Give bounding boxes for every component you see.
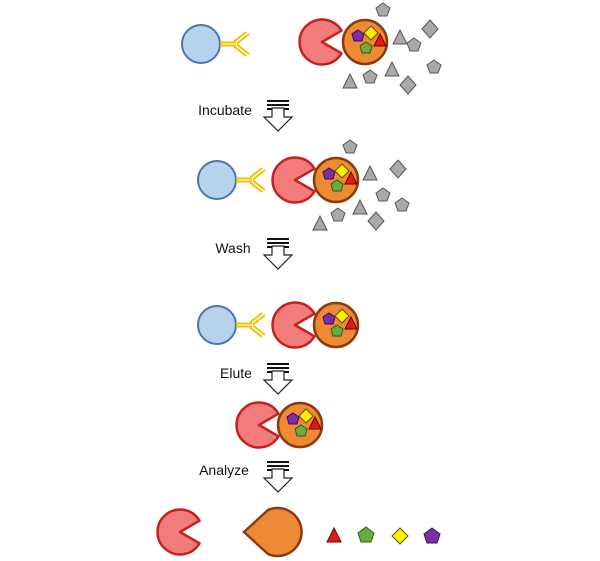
prey-complex bbox=[341, 18, 389, 66]
antibody bbox=[235, 312, 266, 338]
nonspecific-proteins bbox=[342, 2, 442, 95]
bait-protein bbox=[271, 156, 316, 204]
row-washed bbox=[197, 301, 360, 349]
down-arrow-icon bbox=[263, 99, 293, 132]
step-label: Analyze bbox=[199, 462, 249, 478]
down-arrow-icon bbox=[263, 237, 293, 270]
row-initial bbox=[181, 2, 442, 95]
green-pentagon-protein bbox=[357, 526, 375, 543]
bait-protein bbox=[298, 18, 343, 66]
purple-pentagon-protein bbox=[423, 527, 441, 544]
step-label: Wash bbox=[215, 240, 250, 256]
step-label: Elute bbox=[220, 365, 252, 381]
bead bbox=[197, 160, 237, 200]
bait-protein bbox=[235, 401, 280, 449]
prey-complex bbox=[276, 401, 324, 449]
bead bbox=[197, 305, 237, 345]
red-triangle-protein bbox=[326, 526, 342, 543]
prey-protein bbox=[242, 506, 303, 558]
down-arrow-icon bbox=[263, 460, 293, 493]
antibody bbox=[235, 167, 266, 193]
yellow-diamond-protein bbox=[391, 527, 409, 545]
nonspecific-proteins bbox=[312, 139, 410, 231]
step-incubate: Incubate bbox=[198, 99, 293, 132]
row-eluted bbox=[235, 401, 324, 449]
prey-complex bbox=[312, 301, 360, 349]
step-analyze: Analyze bbox=[199, 460, 293, 493]
row-incubated bbox=[197, 139, 410, 231]
antibody bbox=[219, 31, 250, 57]
bait-protein bbox=[271, 301, 316, 349]
row-analyzed bbox=[156, 506, 441, 558]
bead bbox=[181, 24, 221, 64]
bait-protein bbox=[156, 508, 201, 556]
down-arrow-icon bbox=[263, 362, 293, 395]
step-wash: Wash bbox=[215, 237, 293, 270]
step-elute: Elute bbox=[220, 362, 293, 395]
step-label: Incubate bbox=[198, 102, 252, 118]
prey-complex bbox=[312, 156, 360, 204]
